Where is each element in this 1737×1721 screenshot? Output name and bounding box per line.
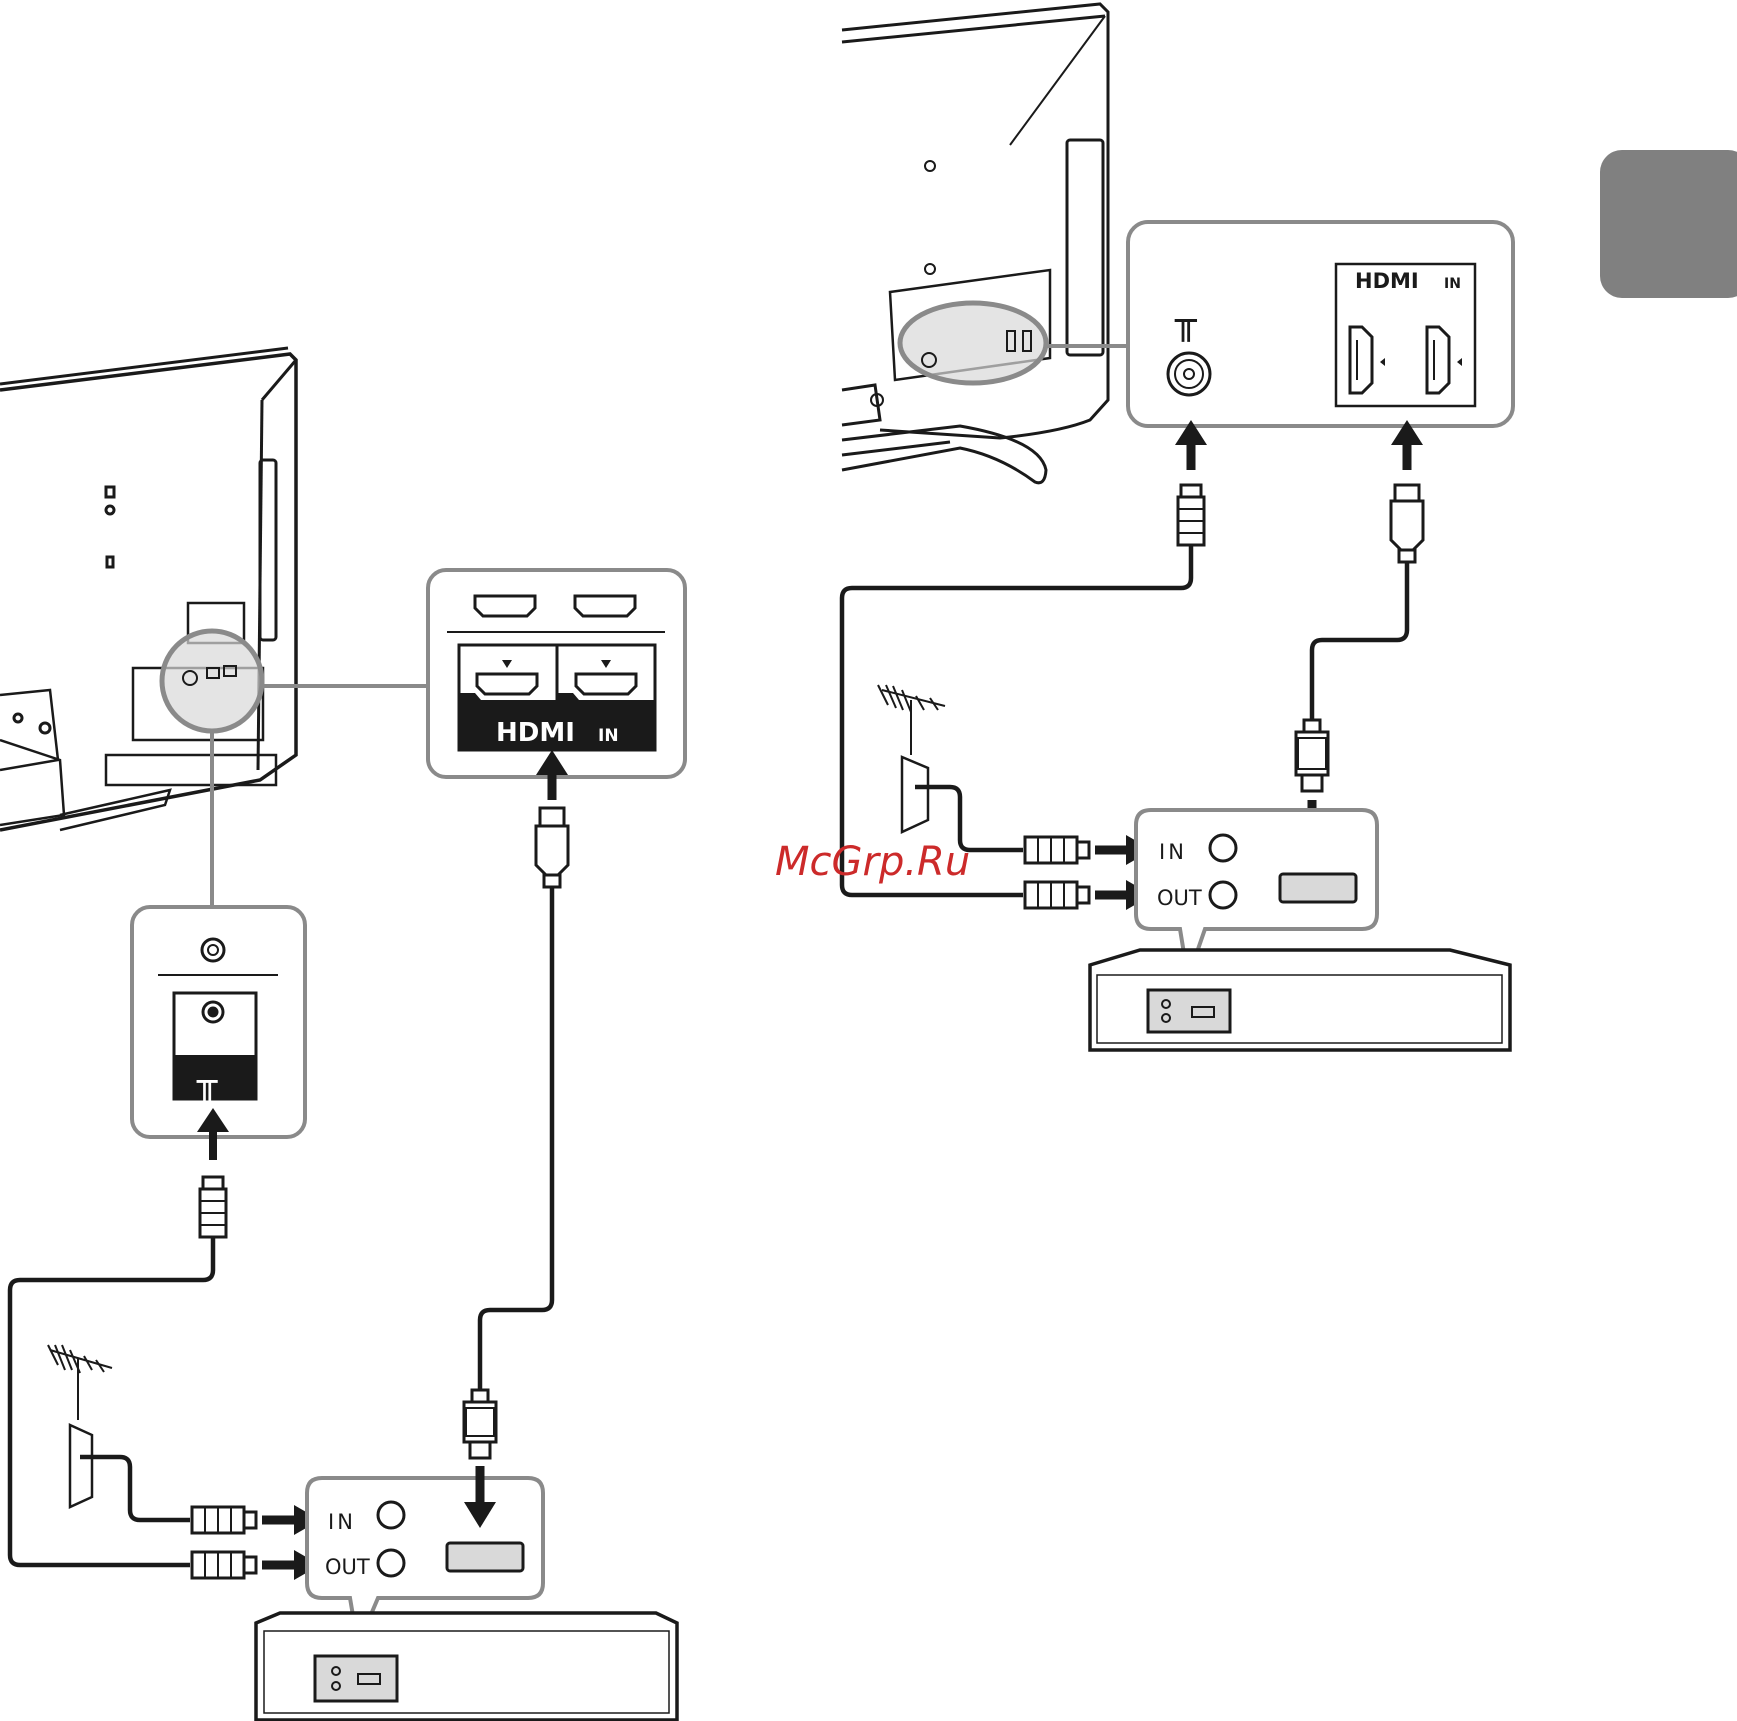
watermark: McGrp.Ru — [775, 839, 970, 885]
hdmi-in-suffix-right: IN — [1444, 276, 1461, 292]
antenna-symbol-right: ╥ — [1174, 301, 1198, 342]
antenna-symbol-left: ╥ — [196, 1062, 218, 1102]
antenna-right — [878, 685, 945, 832]
right-diagram: ╥ HDMI IN — [842, 4, 1513, 1050]
tv-rear-right — [842, 4, 1108, 483]
stb-in-label-right: IN — [1159, 840, 1187, 864]
stb-out-label-right: OUT — [1157, 886, 1202, 910]
port-highlight-circle — [162, 631, 262, 731]
hdmi-panel-left: HDMI IN — [428, 570, 685, 777]
left-diagram: HDMI IN ╥ — [0, 348, 685, 1720]
tv-rear-left — [0, 348, 296, 830]
hdmi-in-label-left: HDMI — [496, 718, 575, 748]
port-panel-right: ╥ HDMI IN — [1128, 222, 1513, 426]
antenna-panel-left: ╥ — [132, 907, 305, 1137]
port-highlight-ellipse — [900, 303, 1046, 383]
page-tab — [1600, 150, 1737, 298]
stb-out-label-left: OUT — [325, 1555, 370, 1579]
hdmi-in-suffix-left: IN — [598, 726, 619, 746]
antenna-left — [48, 1345, 112, 1507]
set-top-box-right — [1090, 950, 1510, 1050]
stb-in-label-left: IN — [328, 1510, 356, 1534]
set-top-box-left — [256, 1613, 677, 1720]
hdmi-in-label-right: HDMI — [1355, 269, 1419, 293]
